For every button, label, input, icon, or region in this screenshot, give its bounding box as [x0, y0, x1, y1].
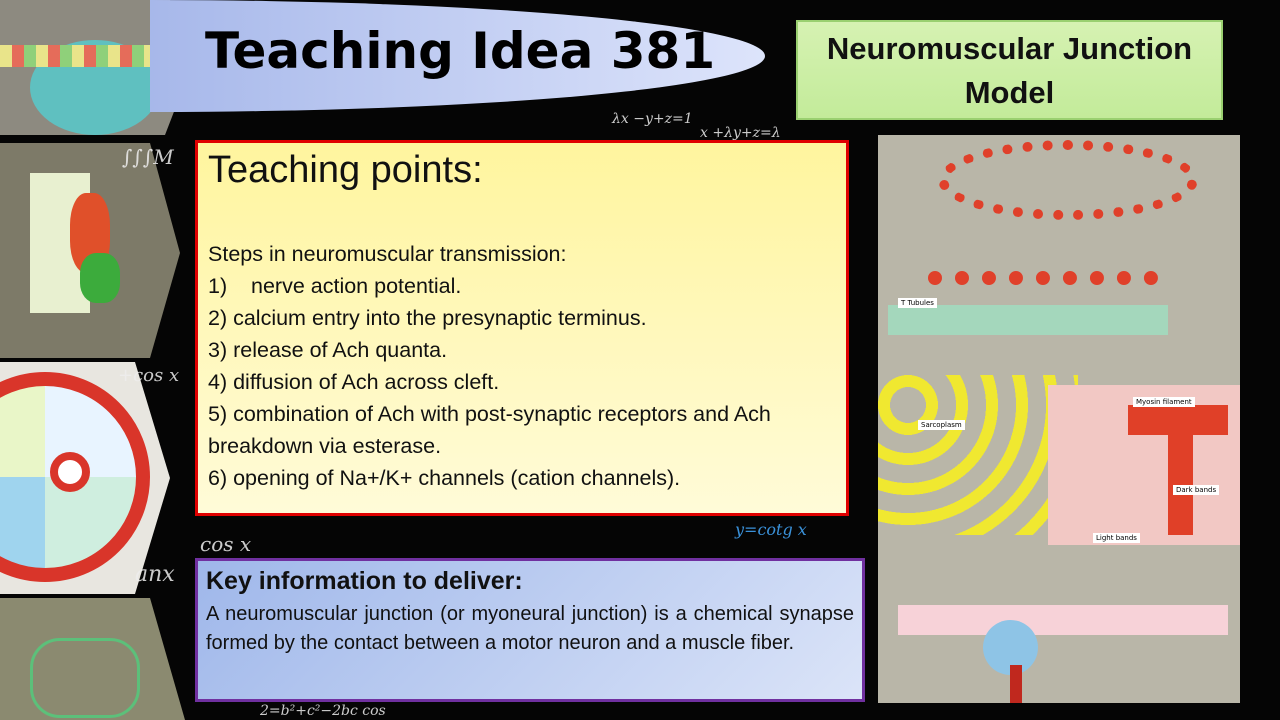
label-t-tubules: T Tubules — [898, 298, 937, 308]
step-item: 2) calcium entry into the presynaptic te… — [208, 306, 647, 330]
step-item: 3) release of Ach quanta. — [208, 338, 448, 362]
math-text: +cos x — [118, 365, 180, 386]
label-sarcoplasm: Sarcoplasm — [918, 420, 965, 430]
math-text: λx −y+z=1 — [612, 111, 693, 127]
photo-nmj-model: Sarcoplasm Myosin filament Dark bands Li… — [878, 135, 1240, 703]
math-text: cos x — [200, 532, 252, 556]
label-myosin: Myosin filament — [1133, 397, 1195, 407]
key-info-body: A neuromuscular junction (or myoneural j… — [206, 603, 854, 654]
step-item: 5) combination of Ach with post-synaptic… — [208, 402, 771, 458]
step-item: 6) opening of Na+/K+ channels (cation ch… — [208, 466, 681, 490]
photo-cell-model — [0, 598, 185, 720]
math-text: anx — [135, 562, 175, 587]
key-info-heading: Key information to deliver: — [206, 567, 523, 595]
teaching-points-intro: Steps in neuromuscular transmission: — [208, 242, 567, 266]
key-info-box: Key information to deliver: A neuromuscu… — [195, 558, 865, 702]
step-item: 4) diffusion of Ach across cleft. — [208, 370, 500, 394]
slide-title: Teaching Idea 381 — [205, 22, 716, 80]
step-item: 1) nerve action potential. — [208, 274, 462, 298]
topic-line: Model — [964, 75, 1055, 110]
topic-box: Neuromuscular Junction Model — [796, 20, 1223, 120]
math-text: y=cotg x — [735, 520, 807, 539]
topic-line: Neuromuscular Junction — [826, 31, 1193, 66]
math-text: ∫∫∫M — [122, 145, 174, 169]
label-dark-bands: Dark bands — [1173, 485, 1220, 495]
math-text: 2=b²+c²−2bc cos — [260, 703, 386, 719]
label-light-bands: Light bands — [1093, 533, 1140, 543]
teaching-points-heading: Teaching points: — [208, 149, 483, 191]
photo-synapse-model — [0, 143, 180, 358]
math-text: x +λy+z=λ — [700, 125, 781, 141]
teaching-points-box: Teaching points: Steps in neuromuscular … — [195, 140, 849, 516]
photo-cycle-model — [0, 362, 170, 594]
